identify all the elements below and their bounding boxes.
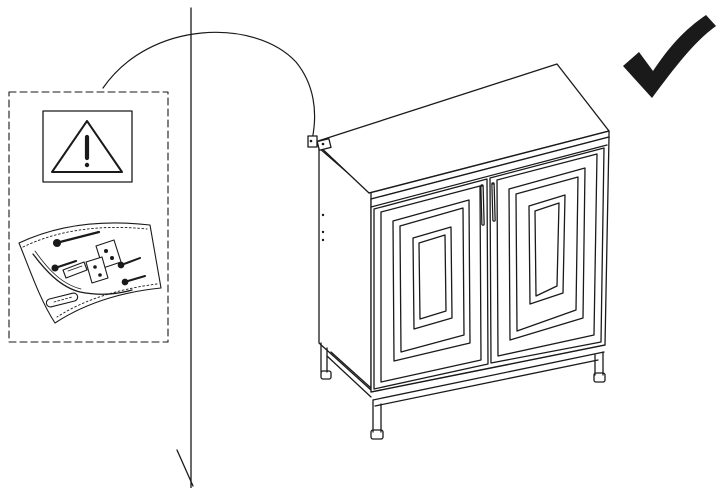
door-handle <box>480 184 485 226</box>
wall-line <box>176 7 194 488</box>
hardware-bag <box>18 222 162 324</box>
wall-bracket <box>307 135 332 151</box>
cabinet <box>307 63 610 440</box>
door-handle <box>491 182 496 222</box>
tether-strap <box>102 31 316 141</box>
checkmark-icon <box>623 15 716 98</box>
detail-callout-box <box>8 91 169 343</box>
warning-triangle-icon <box>42 110 133 183</box>
